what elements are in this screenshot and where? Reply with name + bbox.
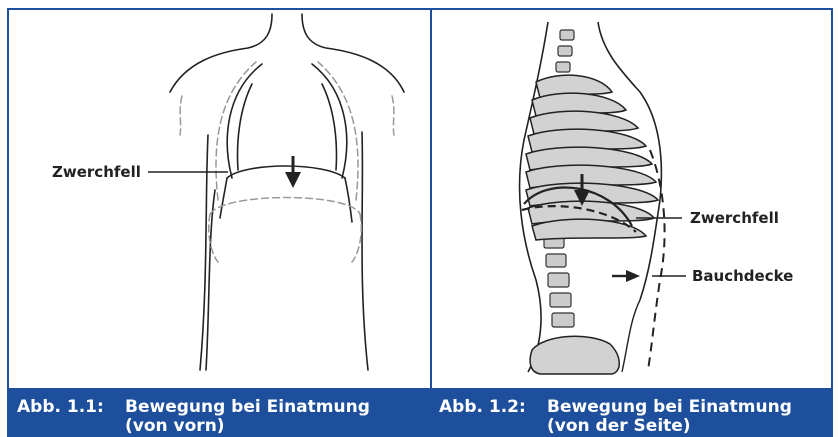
caption-left-text: Bewegung bei Einatmung (von vorn) — [125, 398, 425, 436]
label-zwerchfell-front: Zwerchfell — [52, 163, 141, 181]
caption-left-number: Abb. 1.1: — [17, 398, 104, 417]
diaphragm-arrowhead-front — [285, 172, 301, 188]
caption-left-line2: (von vorn) — [125, 417, 425, 436]
side-view-illustration — [520, 22, 665, 374]
caption-right-text: Bewegung bei Einatmung (von der Seite) — [547, 398, 833, 436]
caption-bar: Abb. 1.1: Bewegung bei Einatmung (von vo… — [7, 390, 833, 437]
label-zwerchfell-side: Zwerchfell — [690, 209, 779, 227]
caption-right-line2: (von der Seite) — [547, 417, 833, 436]
caption-right-number: Abb. 1.2: — [439, 398, 526, 417]
caption-left-line1: Bewegung bei Einatmung — [125, 398, 425, 417]
label-bauchdecke: Bauchdecke — [692, 267, 793, 285]
abdomen-arrowhead — [626, 270, 640, 282]
caption-right-line1: Bewegung bei Einatmung — [547, 398, 833, 417]
front-view-illustration — [170, 14, 404, 370]
